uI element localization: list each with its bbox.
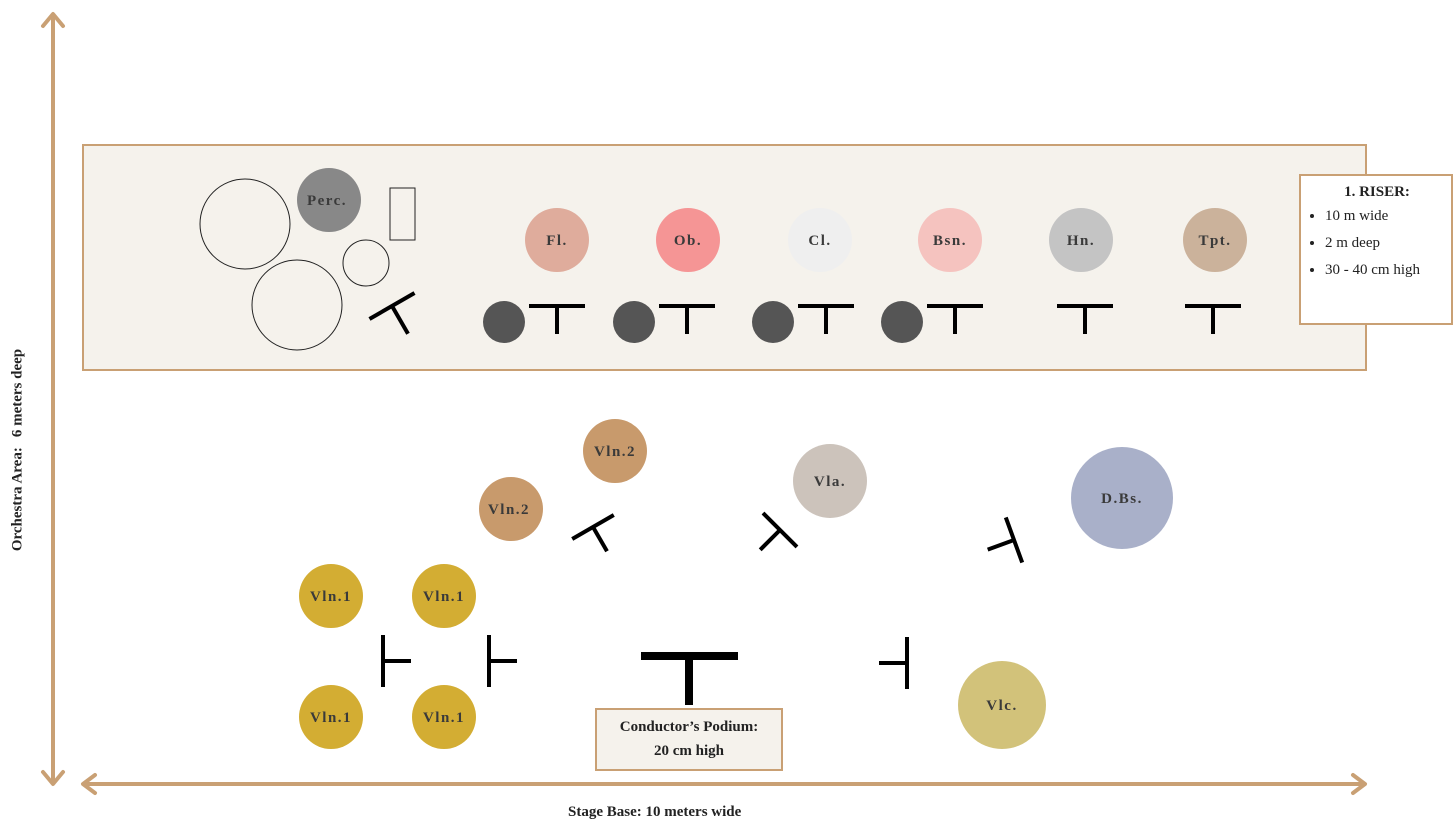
percussion-drum-small <box>342 239 390 287</box>
player-circle <box>793 444 867 518</box>
riser-legend-title: 1. RISER: <box>1344 184 1410 200</box>
music-stand <box>487 635 517 687</box>
player-percussion: Perc. <box>297 168 361 232</box>
player-circle <box>583 419 647 483</box>
music-stand <box>571 513 615 553</box>
player-label: Tpt. <box>1198 233 1231 249</box>
percussion-drum-large <box>251 259 343 351</box>
music-stand <box>758 511 799 552</box>
riser-spec-depth: 2 m deep <box>1325 232 1443 254</box>
music-stand <box>1185 304 1241 334</box>
music-stand <box>529 304 585 334</box>
player-label: Vlc. <box>986 698 1017 714</box>
music-stand <box>1057 304 1113 334</box>
player-label: Bsn. <box>933 233 967 249</box>
player-violin2: Vln.2 <box>479 477 543 541</box>
riser <box>82 144 1367 371</box>
player-label: Vln.1 <box>310 589 352 605</box>
player-horn: Hn. <box>1049 208 1113 272</box>
riser-spec-width: 10 m wide <box>1325 205 1443 227</box>
player-circle <box>525 208 589 272</box>
player-circle <box>1049 208 1113 272</box>
player-circle <box>297 168 361 232</box>
player-circle <box>479 477 543 541</box>
conductor-podium-label: Conductor’s Podium: 20 cm high <box>595 708 783 771</box>
player-label: Vla. <box>814 474 846 490</box>
player-label: Ob. <box>674 233 702 249</box>
music-stand <box>987 516 1025 564</box>
player-label: Vln.2 <box>488 502 530 518</box>
riser-spec-list: 10 m wide 2 m deep 30 - 40 cm high <box>1311 205 1443 281</box>
percussion-mallet-instrument <box>389 187 416 241</box>
player-circle <box>299 685 363 749</box>
player-circle <box>412 685 476 749</box>
y-axis-arrow <box>41 12 65 786</box>
player-double-bass: D.Bs. <box>1071 447 1173 549</box>
player-label: Perc. <box>307 193 347 209</box>
player-circle <box>299 564 363 628</box>
player-label: D.Bs. <box>1101 491 1143 507</box>
player-label: Vln.1 <box>310 710 352 726</box>
riser-spec-height: 30 - 40 cm high <box>1325 259 1443 281</box>
music-stand <box>798 304 854 334</box>
player-flute: Fl. <box>525 208 589 272</box>
chair <box>613 301 655 343</box>
player-cello: Vlc. <box>958 661 1046 749</box>
player-violin1: Vln.1 <box>299 685 363 749</box>
podium-line-1: Conductor’s Podium: <box>619 719 759 735</box>
player-trumpet: Tpt. <box>1183 208 1247 272</box>
player-circle <box>918 208 982 272</box>
music-stand <box>879 637 909 689</box>
chair <box>752 301 794 343</box>
player-viola: Vla. <box>793 444 867 518</box>
podium-line-2: 20 cm high <box>653 743 724 759</box>
music-stand <box>381 635 411 687</box>
conductor-stand <box>641 652 738 705</box>
player-label: Vln.2 <box>594 444 636 460</box>
riser-legend: 1. RISER: 10 m wide 2 m deep 30 - 40 cm … <box>1299 174 1453 325</box>
player-label: Vln.1 <box>423 710 465 726</box>
player-circle <box>656 208 720 272</box>
y-axis-label: Orchestra Area: 6 meters deep <box>10 349 27 551</box>
player-label: Fl. <box>546 233 568 249</box>
player-label: Hn. <box>1067 233 1095 249</box>
player-circle <box>1071 447 1173 549</box>
player-circle <box>1183 208 1247 272</box>
player-label: Vln.1 <box>423 589 465 605</box>
player-violin1: Vln.1 <box>299 564 363 628</box>
player-clarinet: Cl. <box>788 208 852 272</box>
player-circle <box>958 661 1046 749</box>
player-violin1: Vln.1 <box>412 685 476 749</box>
player-oboe: Ob. <box>656 208 720 272</box>
player-violin1: Vln.1 <box>412 564 476 628</box>
player-violin2: Vln.2 <box>583 419 647 483</box>
player-label: Cl. <box>808 233 831 249</box>
music-stand <box>659 304 715 334</box>
x-axis-label: Stage Base: 10 meters wide <box>568 804 742 820</box>
music-stand <box>368 291 416 335</box>
player-circle <box>412 564 476 628</box>
player-bassoon: Bsn. <box>918 208 982 272</box>
music-stand <box>927 304 983 334</box>
y-axis-label-part1: Orchestra Area: <box>9 447 26 552</box>
chair <box>881 301 923 343</box>
chair <box>483 301 525 343</box>
player-circle <box>788 208 852 272</box>
percussion-drum-large <box>199 178 291 270</box>
x-axis-arrow <box>81 773 1367 795</box>
y-axis-label-part2: 6 meters deep <box>9 348 26 438</box>
